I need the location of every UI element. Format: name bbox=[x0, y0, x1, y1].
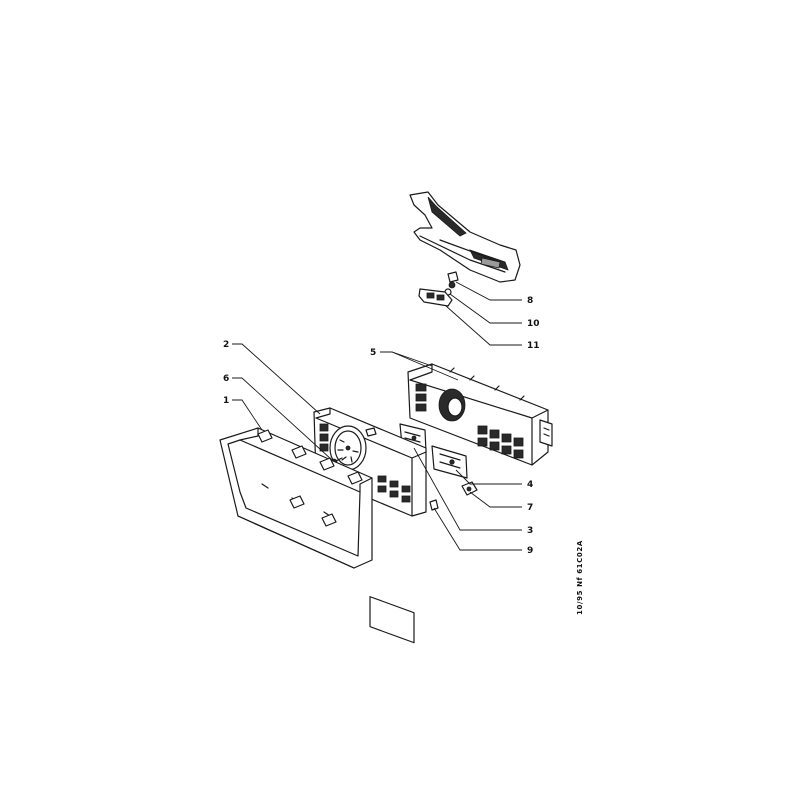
screw-part bbox=[447, 271, 459, 289]
callout-3: 3 bbox=[527, 526, 533, 536]
front-bezel-part bbox=[219, 427, 373, 569]
callout-8: 8 bbox=[527, 296, 533, 306]
switch-block-part bbox=[418, 288, 453, 307]
callout-4: 4 bbox=[527, 480, 533, 490]
connector-part bbox=[461, 481, 478, 496]
leader-lines bbox=[232, 281, 522, 551]
callout-6: 6 bbox=[223, 374, 229, 384]
callout-labels: 8 10 11 5 2 6 1 4 7 3 9 bbox=[223, 296, 540, 556]
reference-code: 10/95 Nf 61C02A bbox=[576, 540, 584, 615]
callout-2: 2 bbox=[223, 340, 229, 350]
callout-5: 5 bbox=[370, 348, 376, 358]
callout-11: 11 bbox=[527, 341, 540, 351]
pin-part bbox=[429, 499, 439, 511]
callout-9: 9 bbox=[527, 546, 533, 556]
trim-cover-part bbox=[409, 191, 521, 283]
callout-1: 1 bbox=[223, 396, 229, 406]
callout-7: 7 bbox=[527, 503, 533, 513]
callout-10: 10 bbox=[527, 319, 540, 329]
instrument-housing-part bbox=[407, 363, 553, 466]
